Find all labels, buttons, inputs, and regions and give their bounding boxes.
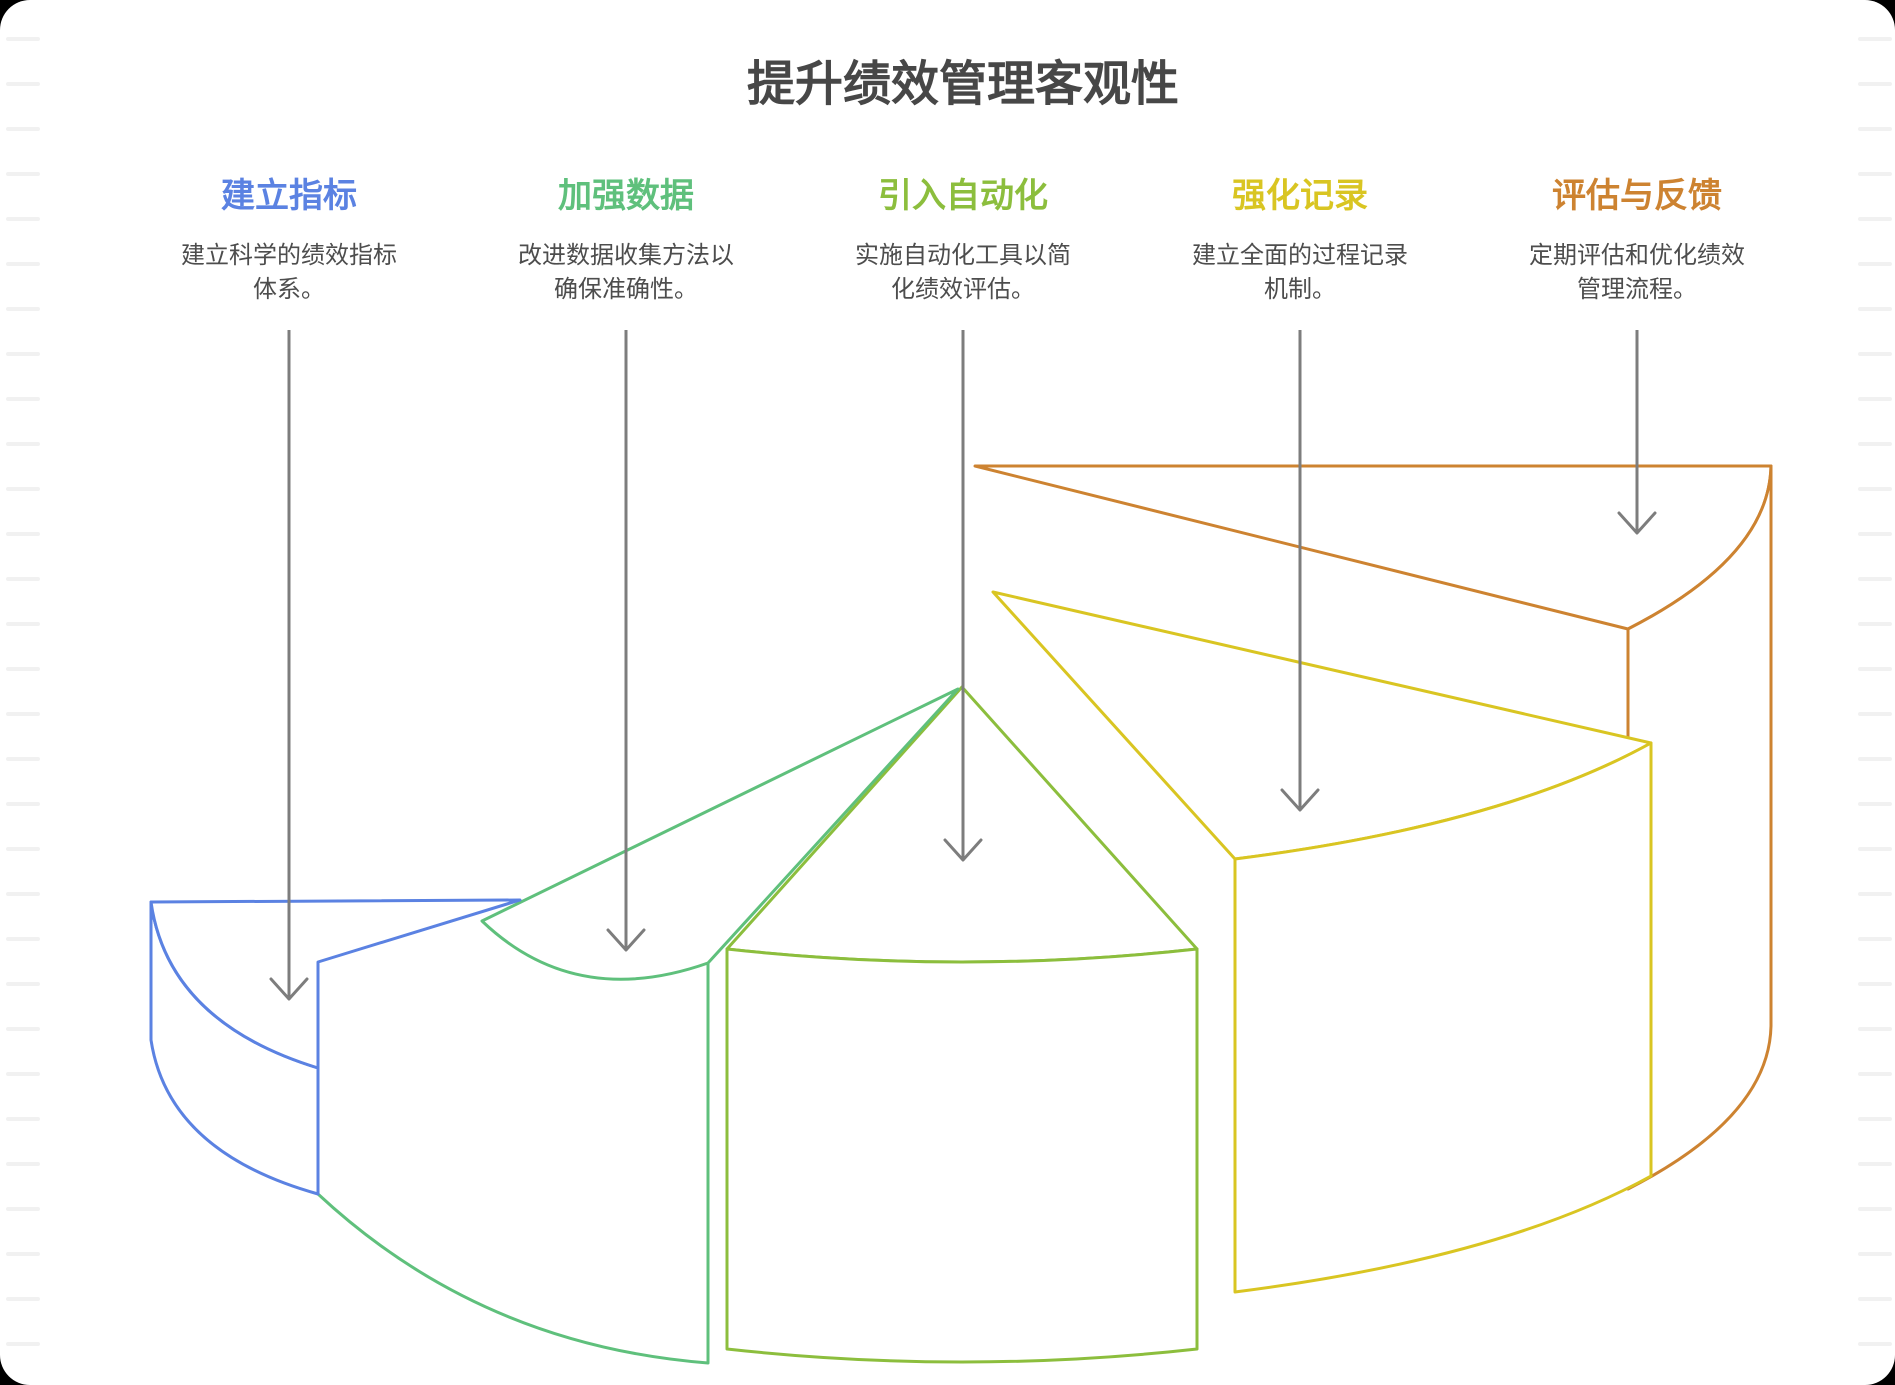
arrow-strengthen-data [606,330,646,952]
column-title-evaluate-feedback: 评估与反馈 [1552,177,1722,215]
column-title-introduce-automation: 引入自动化 [878,177,1048,215]
edge-tick [1858,487,1892,491]
pie-slice-establish-metrics [149,898,522,1196]
edge-tick [1858,802,1892,806]
column-desc-establish-metrics: 建立科学的绩效指标 体系。 [181,242,397,304]
edge-tick [1858,1072,1892,1076]
pie-slice-evaluate-feedback [973,464,1773,1191]
column-enhance-records: 强化记录建立全面的过程记录 机制。 [1150,168,1450,307]
edge-tick [6,172,40,176]
column-desc-strengthen-data: 改进数据收集方法以 确保准确性。 [518,242,734,304]
arrow-introduce-automation [943,330,983,862]
edge-tick [6,82,40,86]
edge-tick [6,487,40,491]
edge-tick [1858,172,1892,176]
edge-tick [1858,127,1892,131]
edge-tick [1858,1027,1892,1031]
edge-tick [1858,1162,1892,1166]
edge-tick [1858,622,1892,626]
edge-tick [1858,37,1892,41]
edge-tick [6,127,40,131]
edge-tick [1858,847,1892,851]
arrow-evaluate-feedback [1617,330,1657,535]
edge-tick [6,802,40,806]
edge-tick [6,892,40,896]
column-desc-evaluate-feedback: 定期评估和优化绩效 管理流程。 [1529,242,1745,304]
edge-tick [6,262,40,266]
edge-tick [6,307,40,311]
column-desc-enhance-records: 建立全面的过程记录 机制。 [1192,242,1408,304]
edge-tick [6,1207,40,1211]
edge-tick [1858,757,1892,761]
arrow-establish-metrics [269,330,309,1001]
edge-tick [6,352,40,356]
edge-tick [1858,937,1892,941]
edge-tick [6,217,40,221]
edge-tick [1858,532,1892,536]
edge-tick [1858,1252,1892,1256]
edge-tick [1858,1117,1892,1121]
column-title-enhance-records: 强化记录 [1232,177,1368,215]
pie-slice-enhance-records [991,590,1653,1294]
edge-tick [1858,1297,1892,1301]
edge-tick [6,667,40,671]
edge-tick [6,937,40,941]
edge-tick [6,442,40,446]
arrow-enhance-records [1280,330,1320,812]
column-evaluate-feedback: 评估与反馈定期评估和优化绩效 管理流程。 [1487,168,1787,307]
edge-tick [1858,712,1892,716]
edge-tick [6,712,40,716]
column-establish-metrics: 建立指标建立科学的绩效指标 体系。 [139,168,439,307]
edge-tick [1858,982,1892,986]
pie-slice-strengthen-data [316,687,960,1365]
edge-tick [1858,892,1892,896]
page-title: 提升绩效管理客观性 [746,58,1180,111]
edge-tick [1858,442,1892,446]
edge-tick [6,757,40,761]
edge-tick [1858,397,1892,401]
edge-tick [6,847,40,851]
edge-tick [1858,262,1892,266]
column-title-establish-metrics: 建立指标 [221,177,357,215]
edge-tick [1858,667,1892,671]
edge-tick [6,1117,40,1121]
column-introduce-automation: 引入自动化实施自动化工具以简 化绩效评估。 [813,168,1113,307]
edge-tick [6,397,40,401]
edge-tick [6,1162,40,1166]
column-strengthen-data: 加强数据改进数据收集方法以 确保准确性。 [476,168,776,307]
edge-tick [1858,1207,1892,1211]
column-desc-introduce-automation: 实施自动化工具以简 化绩效评估。 [855,242,1071,304]
edge-tick [1858,82,1892,86]
edge-tick [6,622,40,626]
edge-tick [6,1252,40,1256]
edge-tick [6,1342,40,1346]
edge-tick [6,982,40,986]
edge-tick [1858,577,1892,581]
edge-tick [1858,352,1892,356]
edge-tick [6,1072,40,1076]
edge-tick [6,1027,40,1031]
edge-tick [1858,307,1892,311]
edge-tick [1858,217,1892,221]
edge-tick [6,37,40,41]
edge-tick [6,532,40,536]
edge-tick [1858,1342,1892,1346]
edge-tick [6,1297,40,1301]
edge-tick [6,577,40,581]
column-title-strengthen-data: 加强数据 [558,177,694,215]
